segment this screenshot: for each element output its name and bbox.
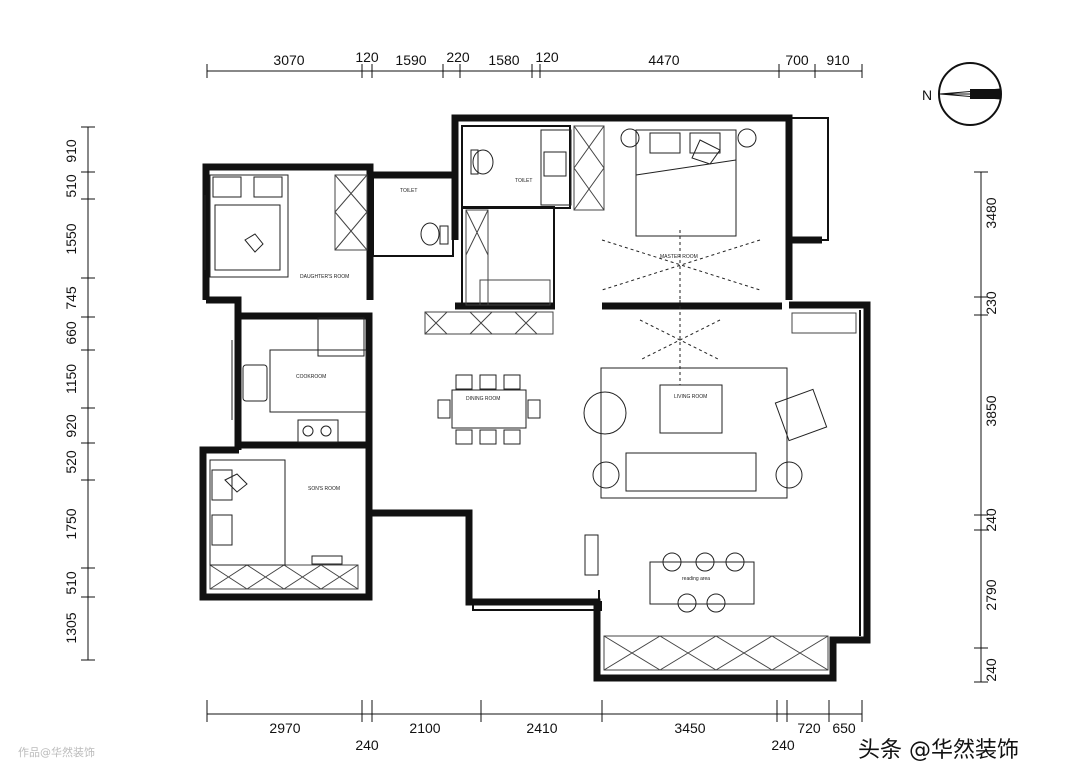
- thin-walls: [372, 117, 861, 680]
- dim-left-11: 1305: [63, 612, 79, 643]
- armchair-icon: [583, 391, 627, 435]
- reading-table-icon: [649, 561, 755, 605]
- daughter-bed-icon: [209, 174, 289, 278]
- room-label-reading: reading area: [682, 576, 710, 582]
- dim-top-9: 910: [826, 52, 850, 68]
- dim-left-4: 745: [63, 286, 79, 310]
- watermark: 作品@华然装饰: [18, 746, 95, 759]
- toilet-icon: [420, 222, 440, 246]
- coffee-table-icon: [659, 384, 723, 434]
- left-dimension-line: [81, 126, 95, 661]
- fridge-icon: [317, 317, 365, 357]
- dim-right-5: 2790: [983, 579, 999, 610]
- room-label-living: LIVING ROOM: [674, 394, 707, 400]
- room-label-master: MASTER ROOM: [660, 254, 698, 260]
- dim-bottom-2: 2100: [409, 720, 440, 736]
- dim-left-7: 920: [63, 414, 79, 438]
- dim-right-1: 3480: [983, 197, 999, 228]
- room-label-toilet-a: TOILET: [400, 188, 417, 194]
- top-dimension-line: [206, 64, 863, 78]
- dim-bottom-7: 240: [355, 737, 379, 753]
- brand-label: 头条 @华然装饰: [858, 738, 1019, 763]
- compass-north-label: N: [922, 87, 932, 103]
- dim-top-4: 220: [446, 49, 470, 65]
- dim-top-6: 120: [535, 49, 559, 65]
- furniture: [204, 128, 828, 613]
- toilet-master-icon: [472, 149, 494, 175]
- dim-left-8: 520: [63, 450, 79, 474]
- room-labels: DAUGHTER'S ROOM TOILET TOILET MASTER ROO…: [296, 178, 710, 582]
- dim-right-2: 230: [983, 291, 999, 315]
- dim-bottom-8: 240: [771, 737, 795, 753]
- master-bed-icon: [635, 129, 737, 237]
- dim-bottom-3: 2410: [526, 720, 557, 736]
- dim-top-7: 4470: [648, 52, 679, 68]
- cabinets: [209, 125, 857, 671]
- left-dimension-labels: 910 510 1550 745 660 1150 920 520 1750 5…: [63, 139, 79, 643]
- living-rug: [600, 367, 788, 499]
- dim-top-3: 1590: [395, 52, 426, 68]
- dim-bottom-5: 720: [797, 720, 821, 736]
- top-dimension-labels: 3070 120 1590 220 1580 120 4470 700 910: [273, 49, 849, 68]
- room-label-son: SON'S ROOM: [308, 486, 340, 492]
- dim-top-2: 120: [355, 49, 379, 65]
- sink-icon: [242, 364, 268, 402]
- walls: [199, 114, 871, 682]
- right-dimension-labels: 3480 230 3850 240 2790 240: [983, 197, 999, 681]
- right-dimension-line: [974, 171, 988, 683]
- sofa-icon: [625, 452, 757, 492]
- dim-right-6: 240: [983, 658, 999, 682]
- bottom-dimension-labels: 2970 2100 2410 3450 720 650 240 240: [269, 720, 855, 753]
- room-label-daughter: DAUGHTER'S ROOM: [300, 274, 349, 280]
- dim-left-1: 910: [63, 139, 79, 163]
- dim-left-6: 1150: [63, 364, 79, 394]
- bottom-dimension-line: [206, 700, 863, 722]
- dim-top-5: 1580: [488, 52, 519, 68]
- room-label-cook: COOKROOM: [296, 374, 326, 380]
- dim-left-5: 660: [63, 321, 79, 345]
- dim-bottom-1: 2970: [269, 720, 300, 736]
- dim-bottom-4: 3450: [674, 720, 705, 736]
- dim-left-2: 510: [63, 174, 79, 198]
- room-label-toilet-b: TOILET: [515, 178, 532, 184]
- son-bed-icon: [209, 459, 286, 566]
- dim-left-10: 510: [63, 571, 79, 595]
- dim-bottom-6: 650: [832, 720, 856, 736]
- dim-left-9: 1750: [63, 508, 79, 539]
- compass-icon: N: [922, 62, 1002, 126]
- dim-right-3: 3850: [983, 395, 999, 426]
- dim-left-3: 1550: [63, 223, 79, 254]
- dim-right-4: 240: [983, 508, 999, 532]
- dining-table-icon: [451, 389, 527, 429]
- stove-icon: [302, 425, 314, 437]
- dim-top-8: 700: [785, 52, 809, 68]
- room-label-dining: DINING ROOM: [466, 396, 500, 402]
- dim-top-1: 3070: [273, 52, 304, 68]
